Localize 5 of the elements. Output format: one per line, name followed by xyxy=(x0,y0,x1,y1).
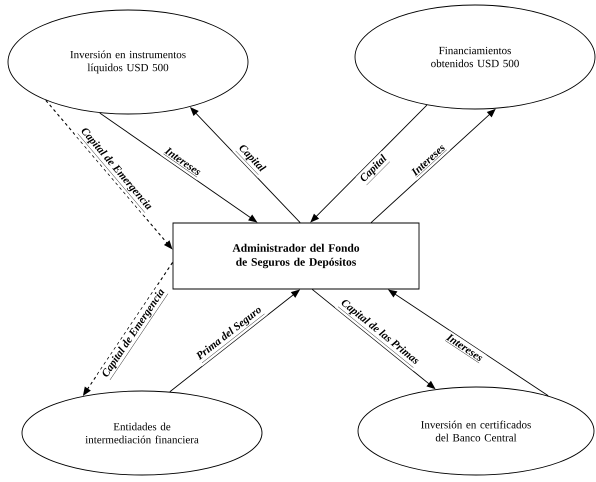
ellipse-node: Financiamientos obtenidos USD 500 xyxy=(354,4,596,110)
process-box: Administrador del Fondo de Seguros de Depósitos xyxy=(172,222,420,290)
ellipse-node: Inversión en instrumentos líquidos USD 500 xyxy=(8,10,248,114)
ellipse-node: Inversión en certificados del Banco Central xyxy=(358,386,594,476)
ellipse-node: Entidades de intermediación financiera xyxy=(22,390,262,476)
